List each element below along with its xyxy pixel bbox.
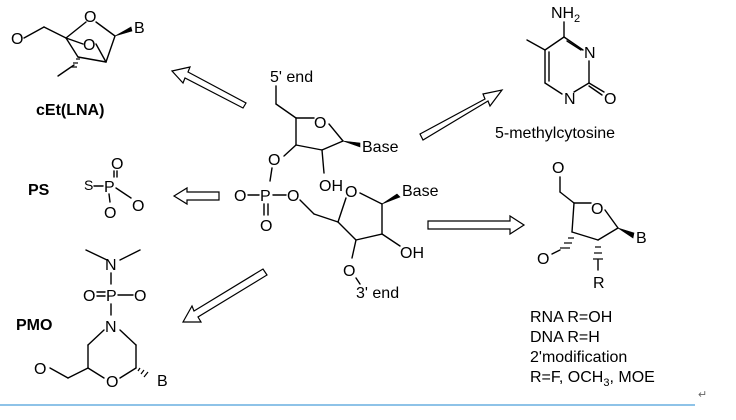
mc-ring-n3: N [584, 45, 596, 62]
arrow-to-pmo [181, 268, 268, 323]
pmo-ring-oxygen: O [106, 374, 118, 391]
five-prime-end-label: 5' end [270, 69, 313, 86]
rna-definition: RNA R=OH [530, 309, 612, 326]
arrow-to-cet [170, 66, 247, 109]
pmo-title: PMO [16, 317, 52, 334]
sugar1-ring-oxygen: O [314, 115, 326, 132]
phosphate-oxygen-left: O [234, 188, 246, 205]
pmo-structure: N O P O N O O B PMO [16, 249, 168, 391]
ribose-ring-oxygen: O [591, 201, 603, 218]
phosphate-oxygen-right: O [287, 188, 299, 205]
sugar2-3prime-oxygen: O [343, 263, 355, 280]
mc-amino-label: NH [551, 5, 574, 22]
arrow-to-ribose [427, 214, 526, 236]
sugar2-ring-oxygen: O [345, 184, 357, 201]
ps-oxygen-bottom: O [104, 205, 116, 222]
sugar1-hydroxyl: OH [319, 178, 343, 195]
pmo-hydroxyl-oxygen: O [34, 361, 46, 378]
modification-heading: 2'modification [530, 349, 627, 366]
mc-ring-n1: N [564, 91, 576, 108]
phosphate-phosphorus: P [260, 188, 271, 205]
pmo-dimethylamino-n: N [105, 257, 117, 274]
ps-title: PS [28, 182, 50, 199]
paragraph-mark: ↵ [698, 389, 707, 401]
sugar2-hydroxyl: OH [400, 245, 424, 262]
pmo-oxygen-right: O [134, 288, 146, 305]
cet-oxygen-ring: O [84, 9, 96, 26]
ps-sulfur: S [84, 177, 93, 193]
pmo-oxo-oxygen: O [83, 288, 95, 305]
pmo-morpholine-n: N [105, 319, 117, 336]
sugar1-base-label: Base [362, 139, 399, 156]
ribose-5prime-oxygen: O [552, 160, 564, 177]
methylcytosine-structure: NH 2 N O N 5-methylcytosine [495, 5, 616, 142]
three-prime-end-label: 3' end [356, 285, 399, 302]
sugar2-base-label: Base [402, 183, 439, 200]
ribose-r-group: R [593, 275, 605, 292]
cet-lna-title: cEt(LNA) [36, 102, 104, 119]
pmo-phosphorus: P [106, 288, 117, 305]
mc-title: 5-methylcytosine [495, 125, 615, 142]
ribose-3prime-oxygen: O [537, 251, 549, 268]
cet-lna-structure: O O O B cEt(LNA) [11, 9, 145, 119]
ps-phosphorus: P [104, 179, 115, 196]
cet-base-label: B [134, 20, 145, 37]
phosphate-oxygen-double: O [260, 218, 272, 235]
linking-oxygen-3prime: O [268, 152, 280, 169]
mc-carbonyl-oxygen: O [604, 91, 616, 108]
arrow-to-methylcytosine [419, 89, 504, 141]
ribose-structure: O O B O R RNA R=OH DNA R=H 2'modificatio… [530, 160, 707, 401]
ps-oxygen-top: O [111, 156, 123, 173]
ps-structure: PS S P O O O [28, 156, 144, 222]
central-dinucleotide: 5' end O Base OH O O P O O O Base [234, 69, 439, 302]
mc-amino-subscript: 2 [574, 13, 580, 25]
cet-oxygen-left: O [11, 31, 23, 48]
modification-groups: R=F, OCH3, MOE [530, 369, 655, 389]
ribose-base-label: B [636, 230, 647, 247]
cet-oxygen-bridge: O [83, 37, 95, 54]
ps-oxygen-right: O [132, 198, 144, 215]
pmo-base-label: B [157, 373, 168, 390]
arrow-to-ps [172, 186, 220, 206]
dna-definition: DNA R=H [530, 329, 600, 346]
